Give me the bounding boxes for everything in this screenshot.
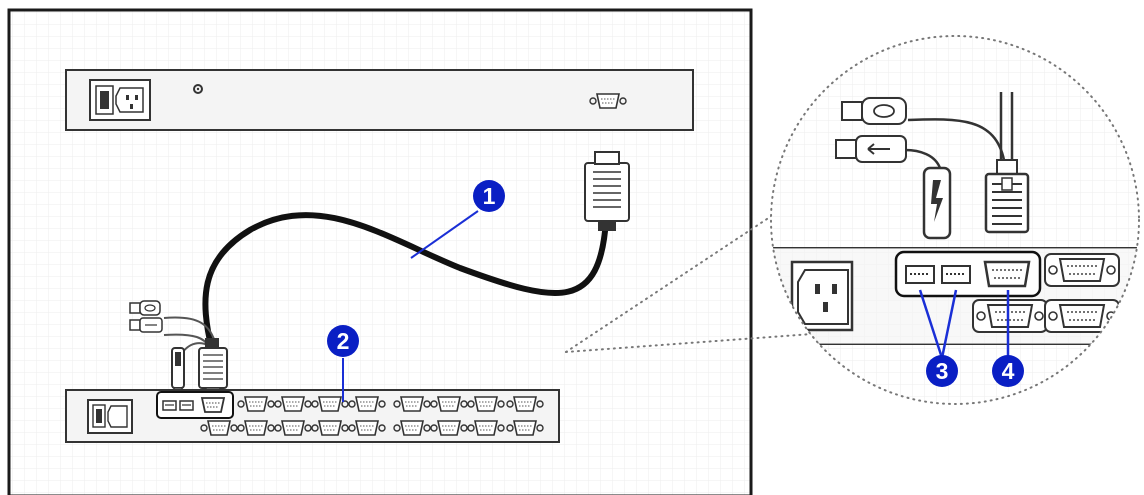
kvm-cable xyxy=(202,212,609,353)
keyboard-plug-icon xyxy=(835,135,907,163)
callout-4-label: 4 xyxy=(1002,358,1015,384)
callout-2: 2 xyxy=(327,325,359,357)
vga-plug-icon xyxy=(984,159,1030,234)
usb-plug-icon xyxy=(171,347,185,397)
keyboard-plug-icon xyxy=(129,317,163,333)
vga-plug-icon xyxy=(584,151,630,231)
callout-4: 4 xyxy=(992,355,1024,387)
vga-port-icon xyxy=(200,397,226,413)
power-inlet-icon xyxy=(87,399,133,434)
usb-port-icon xyxy=(162,400,177,411)
usb-port-icon xyxy=(905,265,935,284)
usb-port-icon xyxy=(179,400,194,411)
callout-2-label: 2 xyxy=(337,328,350,354)
power-inlet-icon xyxy=(89,79,151,121)
callout-1: 1 xyxy=(473,180,505,212)
usb-port-icon xyxy=(941,265,971,284)
callout-3: 3 xyxy=(926,355,958,387)
callout-1-label: 1 xyxy=(483,183,496,209)
ground-screw-icon xyxy=(193,84,203,94)
kvm-switch-back-panel xyxy=(65,389,560,443)
zoom-detail-view xyxy=(770,35,1140,405)
zoom-guide-line xyxy=(565,333,813,353)
callout-3-label: 3 xyxy=(936,358,949,384)
mouse-plug-icon xyxy=(841,97,907,125)
power-inlet-icon xyxy=(790,260,854,332)
vga-port-icon xyxy=(983,260,1031,288)
computer-port-row-bottom xyxy=(200,420,544,436)
zoom-guide-line xyxy=(565,212,777,353)
server-back-panel xyxy=(65,69,694,131)
mouse-plug-icon xyxy=(129,300,161,316)
usb-plug-icon xyxy=(922,166,952,240)
